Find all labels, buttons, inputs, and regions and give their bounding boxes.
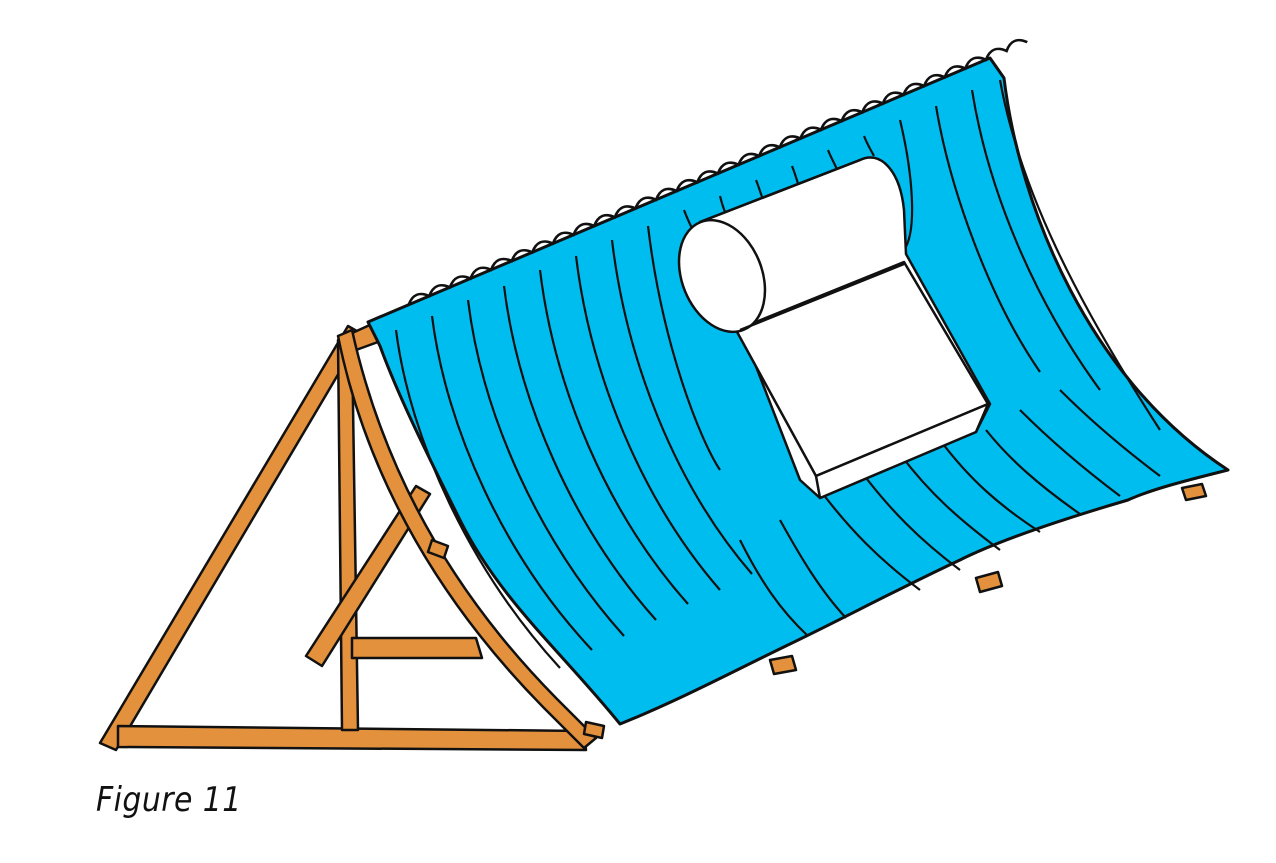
cylindrical-tank-icon: [677, 156, 992, 500]
figure-caption: Figure 11: [96, 780, 242, 820]
